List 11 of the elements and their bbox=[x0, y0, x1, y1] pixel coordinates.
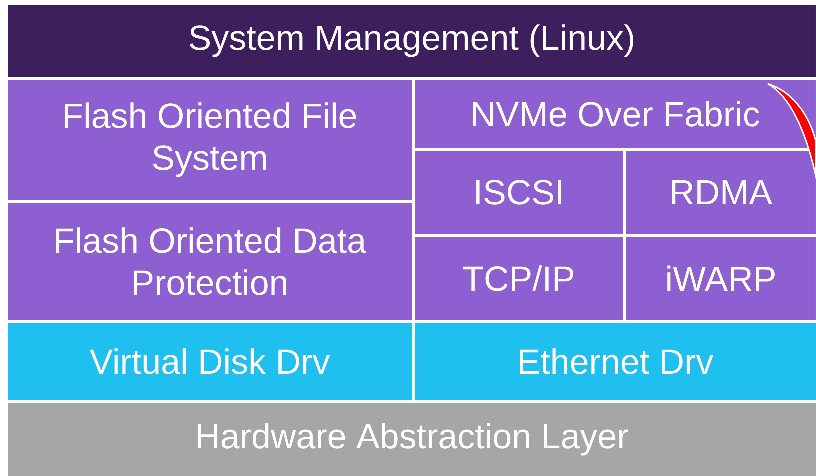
stack-cell: iWARP bbox=[626, 237, 816, 320]
stack-cell: RDMA bbox=[626, 151, 816, 234]
stack-cell: Ethernet Drv bbox=[415, 322, 816, 400]
stack-cell: ISCSI bbox=[415, 151, 623, 234]
layer-band: System Management (Linux) bbox=[8, 5, 816, 77]
stack-cell: NVMe Over Fabric bbox=[415, 80, 816, 148]
stack-cell: Flash Oriented Data Protection bbox=[8, 203, 412, 320]
layer-band: Hardware Abstraction Layer bbox=[8, 402, 816, 476]
stack-cell: Flash Oriented File System bbox=[8, 80, 412, 200]
stack-cell: TCP/IP bbox=[415, 237, 623, 320]
stack-cell: Virtual Disk Drv bbox=[8, 322, 412, 400]
